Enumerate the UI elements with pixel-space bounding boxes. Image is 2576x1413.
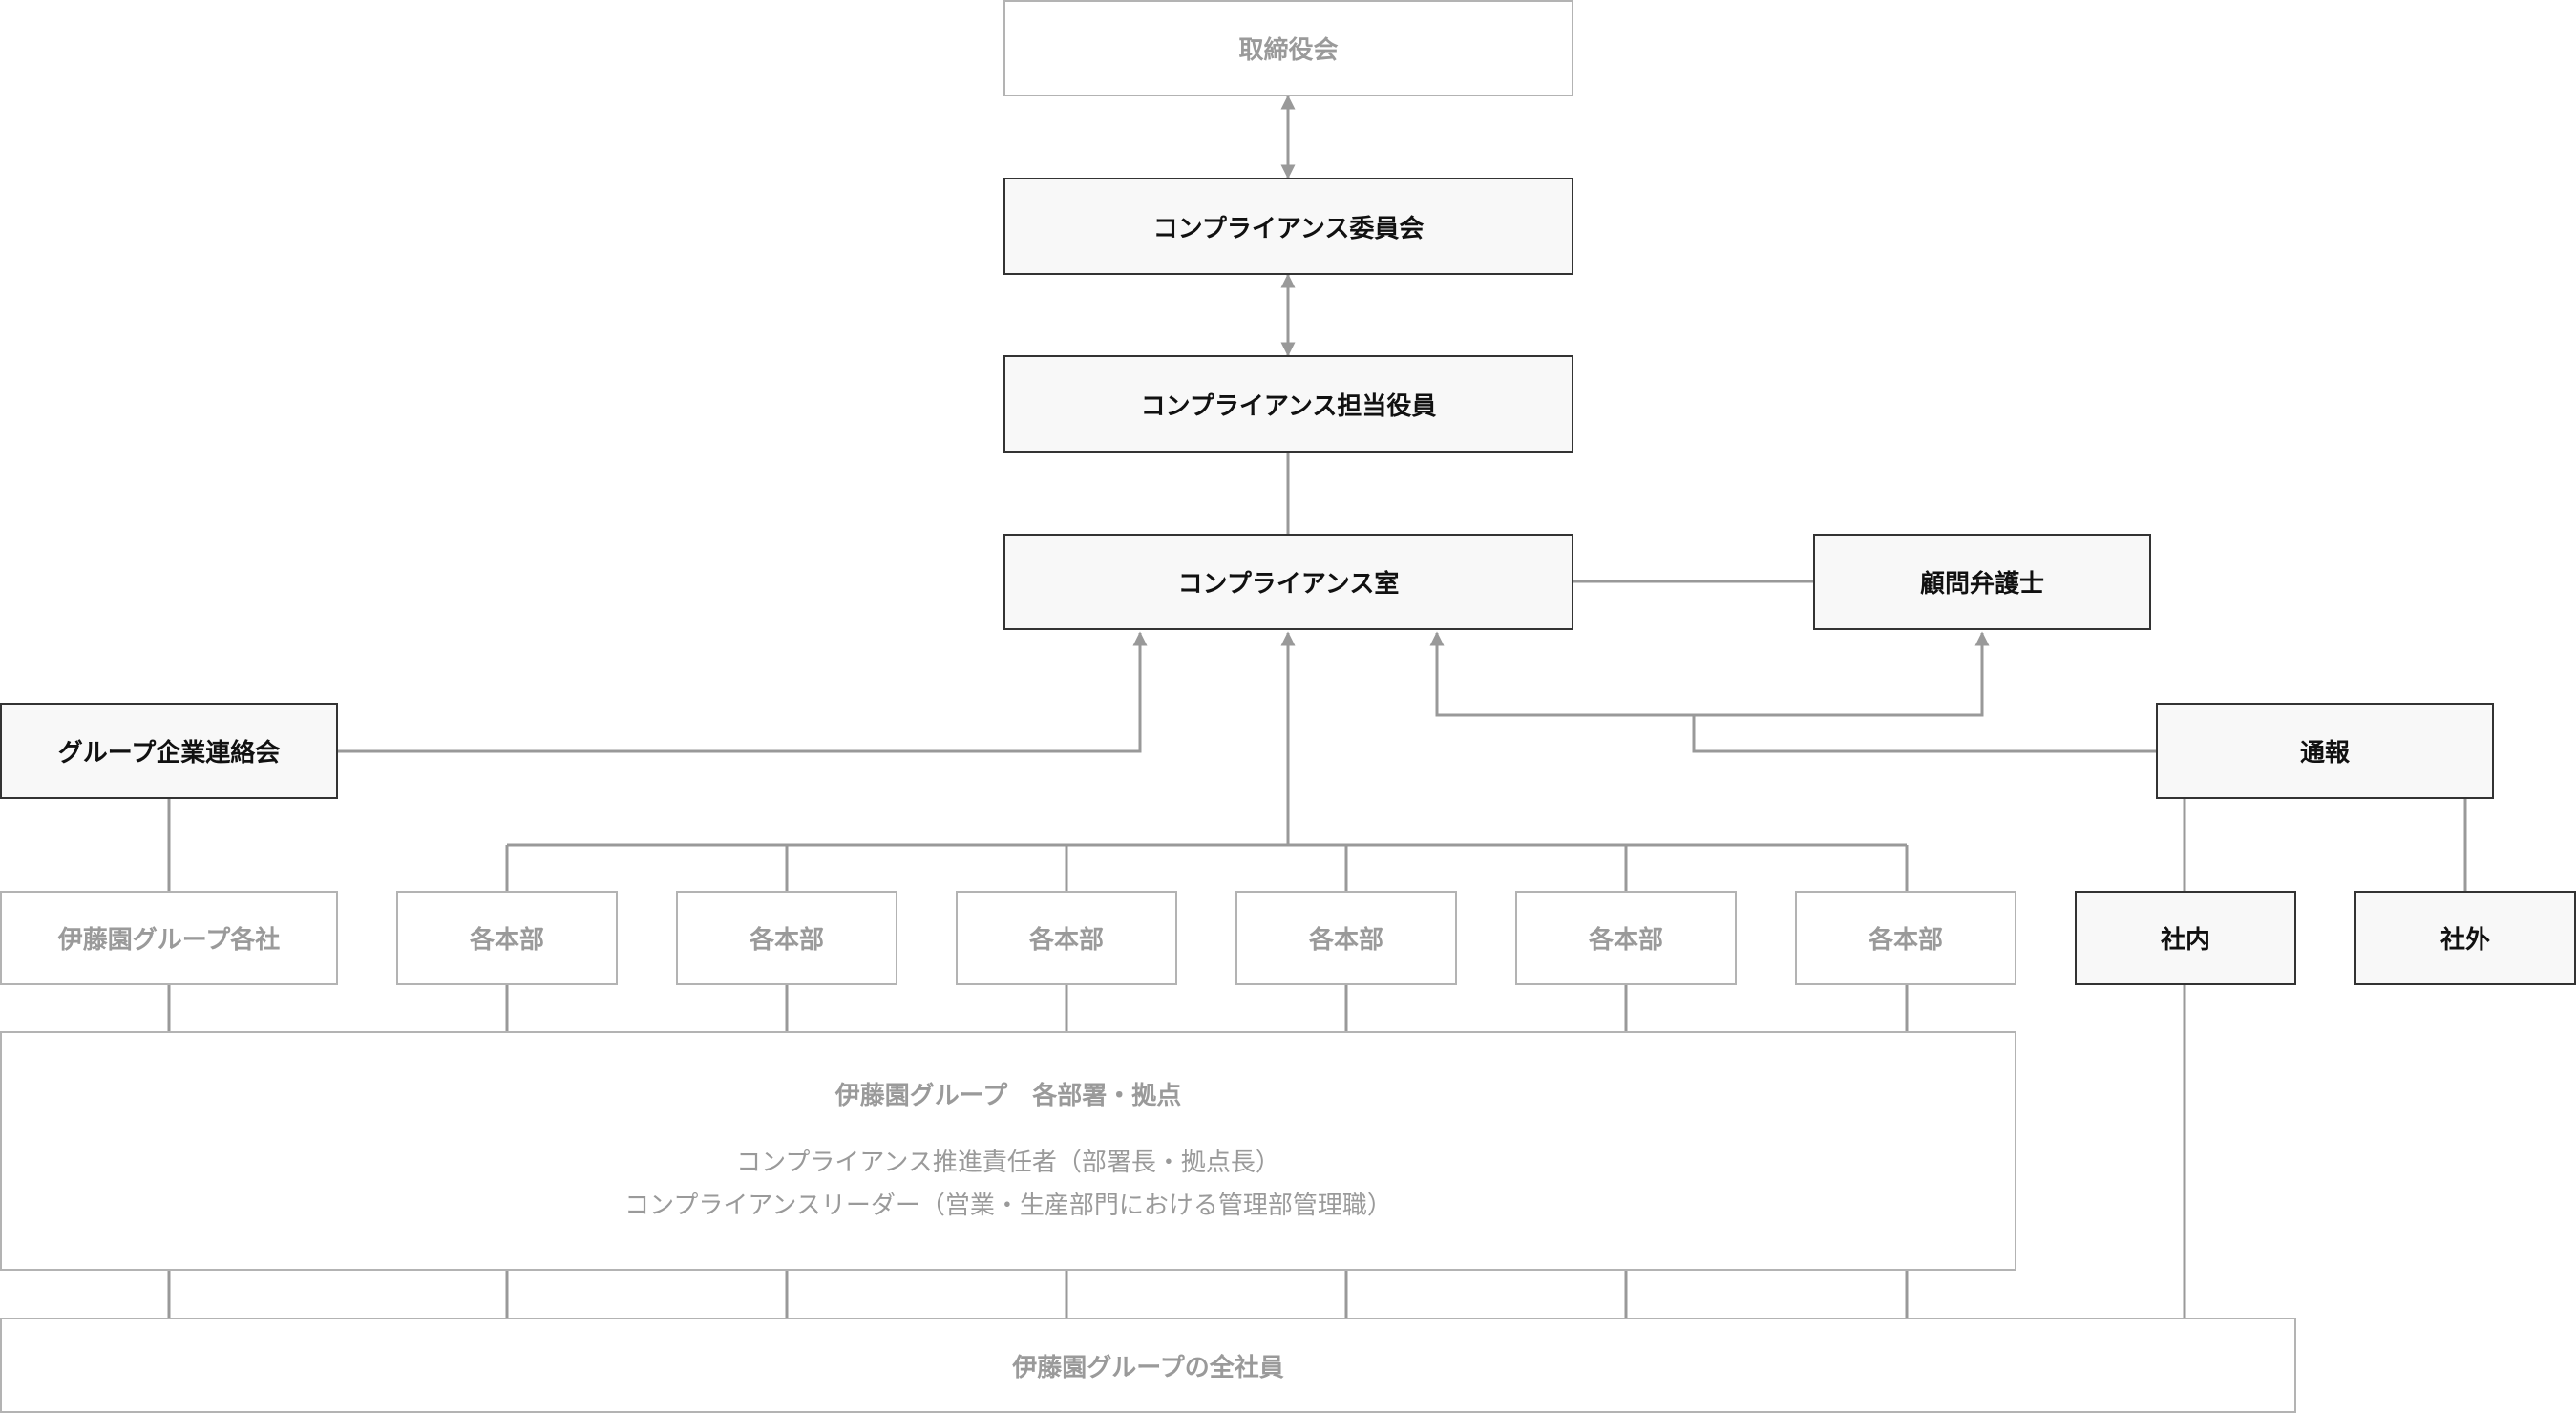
all-employees-box: 伊藤園グループの全社員 <box>0 1318 2296 1413</box>
departments-box: 伊藤園グループ 各部署・拠点 コンプライアンス推進責任者（部署長・拠点長） コン… <box>0 1031 2016 1271</box>
report-to-office-connector <box>1429 631 1694 717</box>
compliance-officer-box: コンプライアンス担当役員 <box>1003 355 1573 453</box>
departments-title: 伊藤園グループ 各部署・拠点 <box>834 1082 1182 1110</box>
report-to-lawyer-connector <box>1694 631 1990 717</box>
division-box: 各本部 <box>1515 891 1737 985</box>
division-box: 各本部 <box>676 891 897 985</box>
board-box: 取締役会 <box>1003 0 1573 96</box>
group-companies-box: 伊藤園グループ各社 <box>0 891 338 985</box>
internal-box: 社内 <box>2075 891 2296 985</box>
compliance-leader-line: コンプライアンスリーダー（営業・生産部門における管理部管理職） <box>624 1192 1392 1220</box>
division-box: 各本部 <box>1235 891 1457 985</box>
division-box: 各本部 <box>1795 891 2016 985</box>
compliance-committee-box: コンプライアンス委員会 <box>1003 178 1573 275</box>
report-box: 通報 <box>2156 703 2494 799</box>
division-box: 各本部 <box>396 891 618 985</box>
promotion-manager-line: コンプライアンス推進責任者（部署長・拠点長） <box>736 1149 1280 1177</box>
external-box: 社外 <box>2354 891 2576 985</box>
group-council-box: グループ企業連絡会 <box>0 703 338 799</box>
legal-advisor-box: 顧問弁護士 <box>1813 534 2151 630</box>
report-connector <box>1692 715 2156 753</box>
group-council-office-connector <box>337 631 1148 753</box>
division-box: 各本部 <box>956 891 1177 985</box>
compliance-office-box: コンプライアンス室 <box>1003 534 1573 630</box>
